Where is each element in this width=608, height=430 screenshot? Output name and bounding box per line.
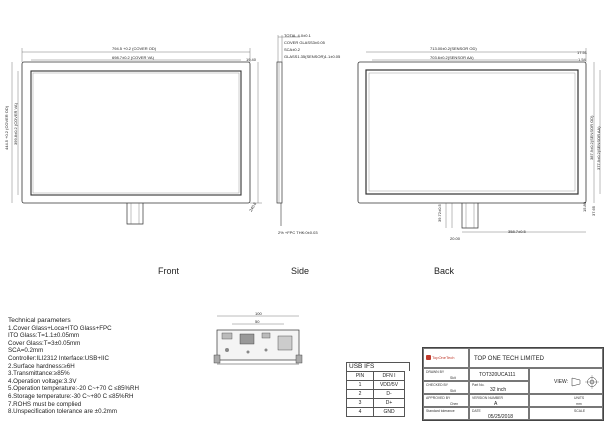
side-total-dim: TOTAL 4.0±0.1 <box>284 33 311 38</box>
tech-title: Technical parameters <box>8 317 71 324</box>
back-right-second-dim: 1.54 <box>578 57 586 62</box>
usb-ifs-header-row: PIN DFN I <box>346 371 405 381</box>
drawn-by-cell: DRAWN BY Skit <box>423 368 469 381</box>
date-value: 05/25/2018 <box>488 414 514 420</box>
approved-by-name: Chen <box>450 402 459 406</box>
checked-by-label: CHECKED BY <box>426 383 449 387</box>
part-no-label: Part No. <box>472 383 485 387</box>
usb-pin: 1 <box>346 380 374 390</box>
technical-parameters: Technical parameters 1.Cover Glass+Loca+… <box>8 317 139 416</box>
tech-line: 6.Storage temperature:-30 C~+80 C ≤85%RH <box>8 392 134 400</box>
checked-by-name: Skit <box>450 389 456 393</box>
drawn-by-label: DRAWN BY <box>426 370 445 374</box>
usb-dfn-header: DFN I <box>373 371 405 381</box>
tech-line: 5.Operation temperature:-20 C~+70 C ≤85%… <box>8 385 139 393</box>
side-cover-glass-dim: COVER GLASS3±0.05 <box>284 40 325 45</box>
date-cell: DATE 05/25/2018 <box>469 407 529 420</box>
back-sensor-aa-dim: 703.6±0.2(SENSOR AA) <box>430 55 474 60</box>
board-dim-mid: 50 <box>255 319 260 324</box>
back-fpc-width-dim: 358.7±0.5 <box>508 229 526 234</box>
front-cover-va-dim: 698.7±0.2 (COVER VA) <box>112 55 154 60</box>
back-fpc-h2-dim: 20.00 <box>450 236 461 241</box>
side-view-label: Side <box>291 266 310 276</box>
table-row: 2 D- <box>346 389 405 399</box>
board-dim-top: 100 <box>255 311 262 316</box>
table-row: 3 D+ <box>346 398 405 408</box>
usb-pin-header: PIN <box>346 371 374 381</box>
units-value: mm <box>576 402 582 406</box>
side-fpc-dim: 2% +FPC THK:0±0.03 <box>278 230 318 235</box>
units-label: UNITS <box>574 396 585 400</box>
tech-line: Cover Glass:T=3±0.05mm <box>8 339 81 347</box>
approved-by-label: APPROVED BY <box>426 396 451 400</box>
front-view-label: Front <box>158 266 180 276</box>
company-logo <box>426 355 431 360</box>
back-view-label: Back <box>434 266 455 276</box>
part-no-cell: Part No. 32 inch <box>469 381 529 394</box>
usb-signal: D+ <box>373 398 405 408</box>
usb-signal: D- <box>373 389 405 399</box>
tech-line: SCA=0.2mm <box>8 347 44 355</box>
side-sca-dim: SCA±0.2 <box>284 47 300 52</box>
tech-line: 2.Surface hardness:≥6H <box>8 362 75 370</box>
usb-signal: GND <box>373 407 405 417</box>
back-sensor-od-dim: 713.00±0.2(SENSOR OD) <box>430 46 477 51</box>
approved-by-cell: APPROVED BY Chen <box>423 394 469 407</box>
version-label: VERSION NUMBER <box>472 396 503 400</box>
usb-pin: 4 <box>346 407 374 417</box>
view-label: VIEW: <box>554 379 569 385</box>
logo-text: TopOneTech <box>432 355 455 360</box>
checked-by-cell: CHECKED BY Skit <box>423 381 469 394</box>
usb-pin: 2 <box>346 389 374 399</box>
table-row: 4 GND <box>346 407 405 417</box>
tech-line: ITO Glass:T=1.1±0.05mm <box>8 332 80 340</box>
usb-signal: VDD/5V <box>373 380 405 390</box>
table-row: 1 VDD/5V <box>346 380 405 390</box>
title-block: TopOneTech TOP ONE TECH LIMITED DRAWN BY… <box>422 347 604 421</box>
back-right-top-dim: 17.51 <box>577 50 588 55</box>
tech-line: 4.Operation voltage:3.3V <box>8 377 77 385</box>
tech-line: 7.ROHS must be complied <box>8 400 82 408</box>
tech-line: 1.Cover Glass+Loca+ITO Glass+FPC <box>8 324 112 332</box>
usb-pin: 3 <box>346 398 374 408</box>
scale-cell: SCALE <box>529 407 603 420</box>
view-cell: VIEW: <box>529 368 603 394</box>
scale-label: SCALE <box>574 409 586 413</box>
projection-symbol-icon <box>571 375 599 389</box>
tech-line: Controller:ILI2312 Interface:USB+IIC <box>8 354 109 362</box>
drawn-by-name: Skit <box>450 376 456 380</box>
units-cell: UNITS mm <box>529 394 603 407</box>
version-cell: VERSION NUMBER A <box>469 394 529 407</box>
usb-ifs-table: USB IFS PIN DFN I 1 VDD/5V 2 D- 3 D+ 4 G… <box>346 362 410 417</box>
tech-line: 8.Unspecification tolerance are ±0.2mm <box>8 408 117 416</box>
version-value: A <box>494 401 498 407</box>
tech-line: 3.Transmittance:≥85% <box>8 370 70 378</box>
front-right-top-dim: 19.40 <box>246 57 257 62</box>
logo-cell: TopOneTech <box>423 348 469 368</box>
usb-ifs-title: USB IFS <box>346 362 410 371</box>
standard-label: Standard tolerance <box>426 409 455 413</box>
company-name: TOP ONE TECH LIMITED <box>474 356 545 362</box>
company-cell: TOP ONE TECH LIMITED <box>469 348 603 368</box>
model-cell: TOT320UCA111 <box>469 368 529 381</box>
standard-cell: Standard tolerance <box>423 407 469 420</box>
date-label: DATE <box>472 409 481 413</box>
side-glass-dim: GLASS1.35(SENSOR)1.1±0.05 <box>284 54 341 59</box>
front-cover-od-dim: 794.5 +0.2 (COVER OD) <box>112 46 157 51</box>
model-number: TOT320UCA111 <box>479 372 516 378</box>
size-value: 32 inch <box>490 387 507 393</box>
